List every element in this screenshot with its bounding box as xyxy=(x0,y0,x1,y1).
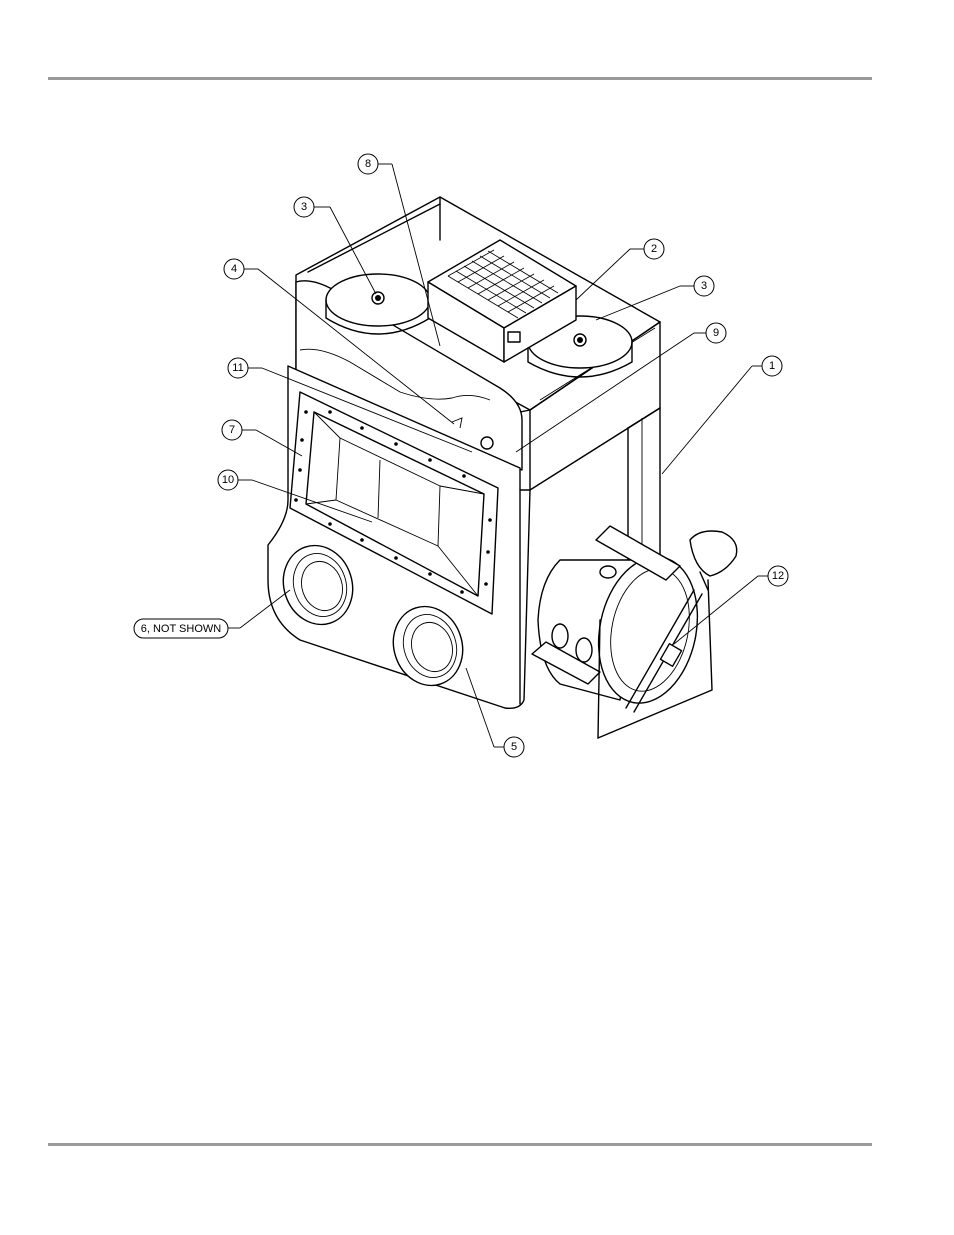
callout-8-label: 8 xyxy=(365,158,371,170)
callout-12-label: 12 xyxy=(772,570,784,582)
callout-6-label: 6, NOT SHOWN xyxy=(141,623,222,635)
callout-10-label-text: 10 xyxy=(222,474,234,486)
callout-6: 6, NOT SHOWN xyxy=(134,590,290,638)
callout-9-label: 9 xyxy=(713,327,719,339)
callout-5-label: 5 xyxy=(511,741,517,753)
antechamber xyxy=(532,526,737,738)
callout-2-label: 2 xyxy=(651,243,657,255)
callout-7-label: 7 xyxy=(229,424,235,436)
callout-11-label: 11 xyxy=(232,362,243,374)
callout-3-right-label: 3 xyxy=(701,280,707,292)
callout-4-label: 4 xyxy=(231,263,237,275)
callout-3-left-label: 3 xyxy=(301,201,307,213)
callout-1-label: 1 xyxy=(769,360,775,372)
callout-1: 1 xyxy=(662,356,782,474)
